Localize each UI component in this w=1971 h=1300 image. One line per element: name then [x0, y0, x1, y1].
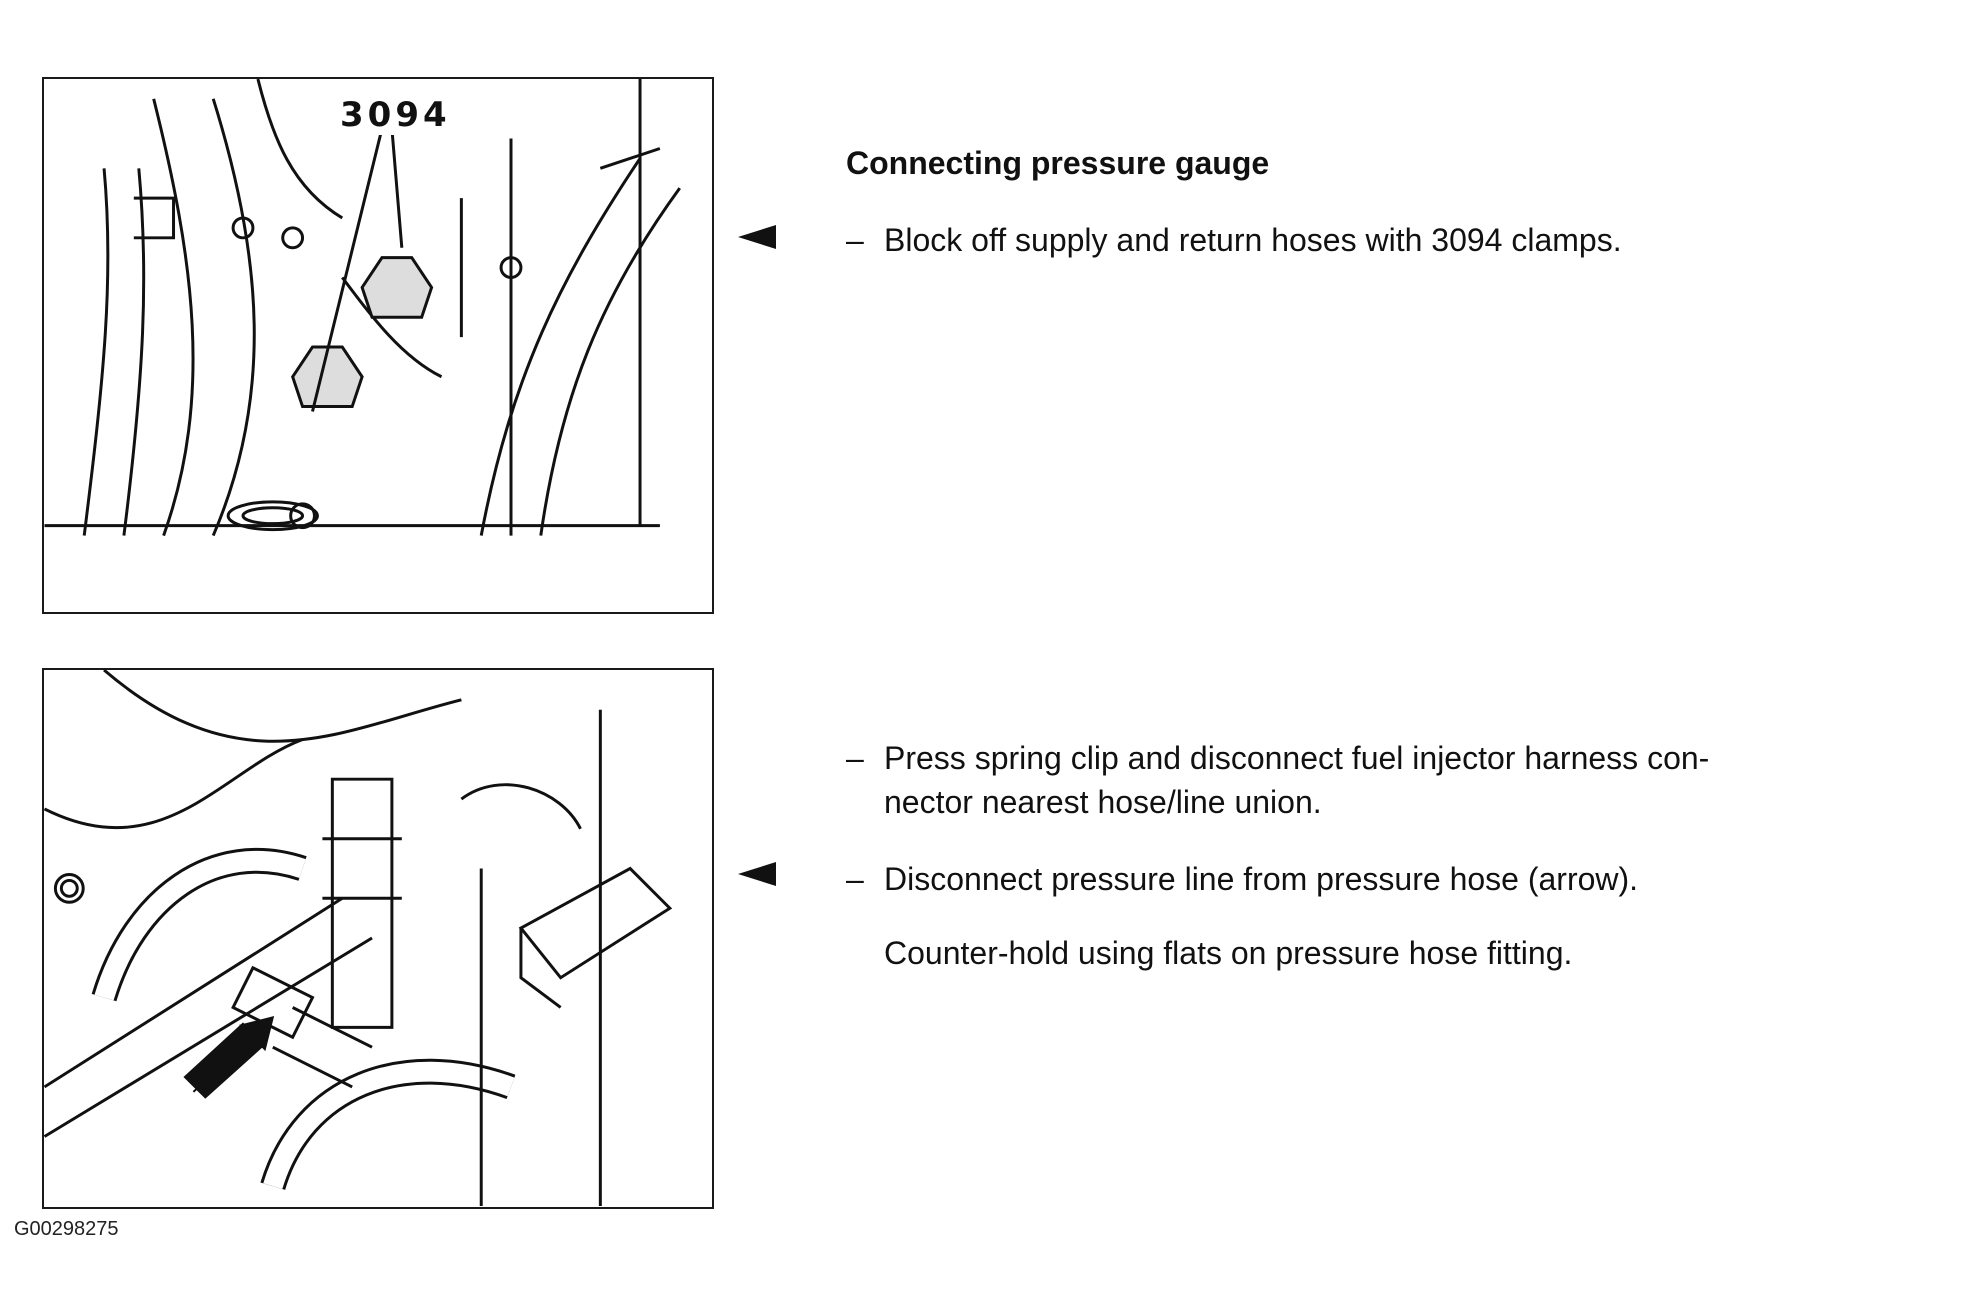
- step-disconnect: – Disconnect pressure line from pressure…: [846, 857, 1956, 901]
- clamps-illustration: [44, 79, 681, 537]
- figure-code: G00298275: [14, 1218, 119, 1240]
- step-note-counter-hold: Counter-hold using flats on pressure hos…: [884, 935, 1573, 971]
- step-dash: –: [846, 222, 864, 258]
- step-text: Disconnect pressure line from pressure h…: [884, 861, 1639, 897]
- step-text: Block off supply and return hoses with 3…: [884, 222, 1622, 258]
- step-dash: –: [846, 861, 864, 897]
- figure-clamps: 3094: [42, 77, 714, 614]
- step-text: Press spring clip and disconnect fuel in…: [884, 740, 1710, 820]
- pointer-arrow-icon: [738, 862, 776, 886]
- step-block-off: – Block off supply and return hoses with…: [846, 218, 1956, 262]
- section-heading: Connecting pressure gauge: [846, 145, 1270, 181]
- pressure-hose-illustration: [44, 670, 673, 1207]
- clamp-tool-label: 3094: [336, 95, 455, 135]
- step-dash: –: [846, 740, 864, 776]
- step-press-clip: – Press spring clip and disconnect fuel …: [846, 736, 1956, 824]
- pointer-arrow-icon: [738, 225, 776, 249]
- figure-pressure-hose: [42, 668, 714, 1209]
